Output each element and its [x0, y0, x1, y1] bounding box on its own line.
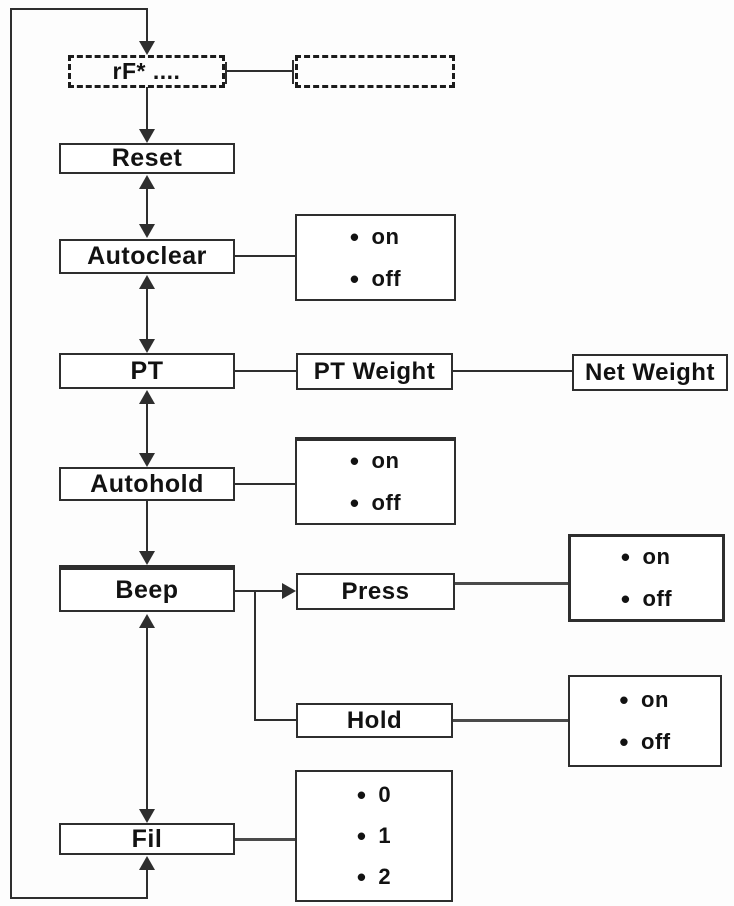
connector-line — [292, 60, 294, 84]
node-beep: Beep — [59, 565, 235, 612]
connector-line — [235, 838, 295, 841]
connector-line — [453, 719, 568, 722]
bullet-icon: • — [349, 446, 360, 476]
arrow-up-icon — [139, 856, 155, 870]
connector-line — [235, 483, 295, 485]
node-reset: Reset — [59, 143, 235, 174]
node-rf: rF* .... — [68, 55, 225, 88]
options-fil: • 0 • 1 • 2 — [295, 770, 453, 902]
option-2: • 2 — [357, 864, 391, 890]
option-0: • 0 — [357, 782, 391, 808]
arrow-up-icon — [139, 275, 155, 289]
node-net-weight: Net Weight — [572, 354, 728, 391]
flow-line — [146, 626, 148, 810]
arrow-down-icon — [139, 129, 155, 143]
option-off: • off — [350, 490, 401, 516]
arrow-down-icon — [139, 809, 155, 823]
option-1: • 1 — [357, 823, 391, 849]
option-label: off — [371, 265, 402, 291]
bullet-icon: • — [620, 542, 631, 572]
option-label: off — [642, 586, 673, 611]
options-autoclear: • on • off — [295, 214, 456, 301]
flow-line — [146, 87, 148, 130]
node-label: Hold — [346, 706, 403, 734]
option-label: 2 — [378, 864, 392, 889]
flow-line — [146, 8, 148, 42]
node-label: Fil — [131, 824, 163, 853]
option-off: • off — [621, 586, 672, 612]
flow-line — [146, 402, 148, 454]
option-off: • off — [619, 729, 670, 755]
option-label: on — [371, 448, 400, 473]
arrow-down-icon — [139, 339, 155, 353]
loop-line-top — [10, 8, 148, 10]
bullet-icon: • — [349, 263, 360, 294]
loop-line-bottom — [10, 897, 148, 899]
connector-line — [254, 719, 296, 721]
node-press: Press — [296, 573, 455, 610]
arrow-down-icon — [139, 453, 155, 467]
connector-line — [235, 370, 296, 372]
connector-line — [235, 590, 282, 592]
node-autohold: Autohold — [59, 467, 235, 501]
node-label: Autohold — [90, 469, 204, 498]
bullet-icon: • — [356, 780, 367, 810]
bullet-icon: • — [620, 584, 631, 614]
option-label: off — [371, 490, 402, 515]
node-label: Reset — [111, 144, 183, 172]
option-on: • on — [621, 544, 671, 570]
bullet-icon: • — [349, 488, 360, 518]
flow-line — [146, 287, 148, 340]
node-label: Beep — [115, 575, 179, 604]
option-label: 0 — [378, 782, 392, 807]
node-label: Autoclear — [87, 242, 207, 270]
option-on: • on — [350, 448, 400, 474]
options-hold: • on • off — [568, 675, 722, 767]
option-off: • off — [350, 266, 401, 292]
options-autohold: • on • off — [295, 437, 456, 525]
arrow-up-icon — [139, 614, 155, 628]
node-pt: PT — [59, 353, 235, 389]
node-label: Net Weight — [585, 358, 715, 386]
bullet-icon: • — [619, 727, 629, 757]
options-press: • on • off — [568, 534, 725, 622]
node-autoclear: Autoclear — [59, 239, 235, 274]
option-label: on — [641, 687, 669, 712]
loop-line-left — [10, 8, 12, 899]
connector-line — [226, 70, 294, 72]
node-rf-placeholder — [295, 55, 455, 88]
arrow-down-icon — [139, 224, 155, 238]
option-label: on — [371, 223, 400, 249]
node-label: Press — [341, 577, 410, 605]
node-pt-weight: PT Weight — [296, 353, 453, 390]
flow-line — [146, 187, 148, 225]
flow-line — [146, 501, 148, 552]
option-label: 1 — [378, 823, 392, 848]
node-label: PT Weight — [313, 357, 436, 385]
connector-line — [234, 255, 295, 257]
node-hold: Hold — [296, 703, 453, 738]
flow-line — [146, 868, 148, 899]
arrow-up-icon — [139, 390, 155, 404]
bullet-icon: • — [356, 821, 367, 851]
arrow-right-icon — [282, 583, 296, 599]
node-fil: Fil — [59, 823, 235, 855]
option-on: • on — [350, 224, 400, 250]
arrow-down-icon — [139, 551, 155, 565]
bullet-icon: • — [349, 221, 360, 252]
connector-line — [455, 582, 568, 585]
branch-line — [254, 590, 256, 721]
connector-line — [225, 62, 227, 84]
bullet-icon: • — [619, 685, 629, 715]
option-on: • on — [619, 687, 669, 713]
bullet-icon: • — [356, 862, 367, 892]
arrow-up-icon — [139, 175, 155, 189]
option-label: off — [641, 729, 671, 754]
node-label: PT — [130, 356, 164, 385]
option-label: on — [642, 544, 671, 569]
node-label: rF* .... — [112, 58, 181, 84]
arrow-down-icon — [139, 41, 155, 55]
connector-line — [453, 370, 572, 372]
